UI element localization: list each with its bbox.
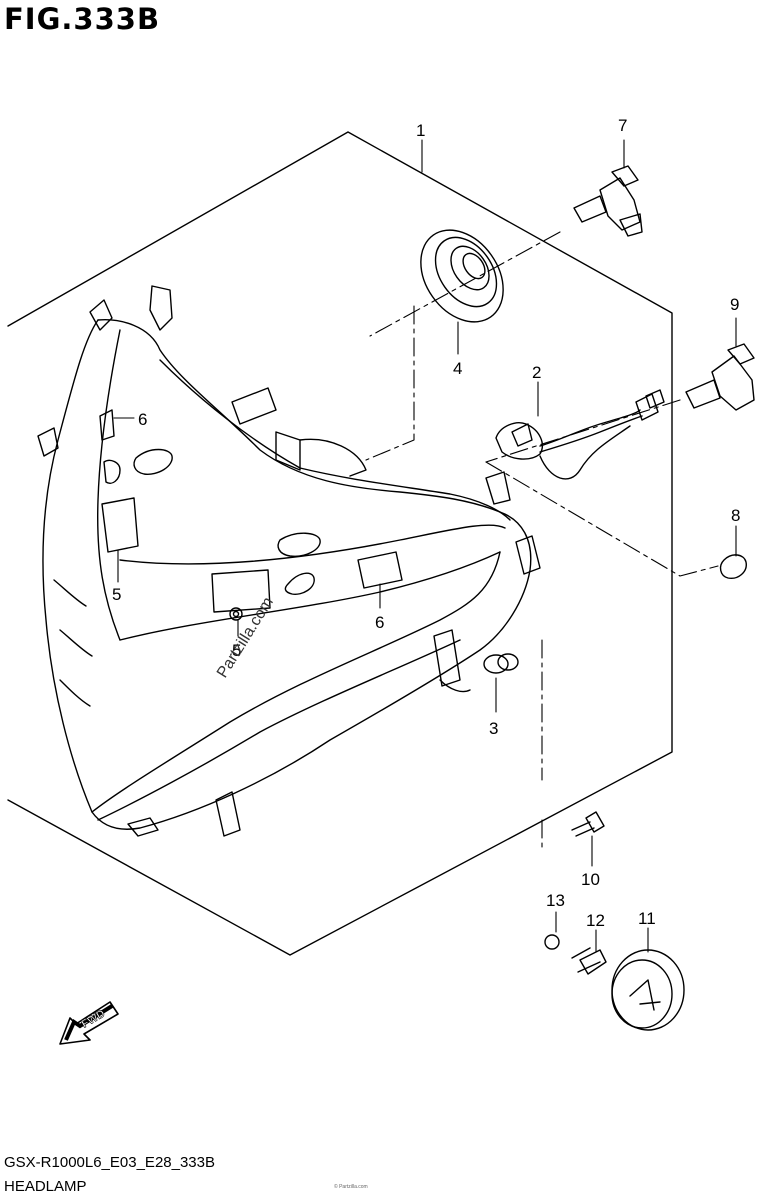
section-name: HEADLAMP [4, 1178, 87, 1195]
callout-7[interactable]: 7 [618, 116, 627, 135]
bulb-part-8[interactable] [719, 554, 747, 579]
callout-12[interactable]: 12 [586, 911, 605, 930]
callout-3[interactable]: 3 [489, 719, 498, 738]
cover-part-11[interactable] [611, 949, 685, 1031]
callout-4[interactable]: 4 [453, 359, 462, 378]
bulb-part-9[interactable] [685, 343, 755, 411]
grommet-part-3[interactable] [483, 653, 519, 674]
screw-part-10[interactable] [571, 811, 605, 837]
assembly-boundary [7, 131, 673, 956]
callout-5-left[interactable]: 5 [112, 585, 121, 604]
callout-11[interactable]: 11 [638, 909, 656, 928]
socket-harness-part-2[interactable] [495, 389, 665, 480]
alignment-dash-lines [365, 231, 719, 849]
callout-5-center[interactable]: 5 [232, 641, 241, 660]
callout-2[interactable]: 2 [532, 363, 541, 382]
headlamp-housing[interactable] [37, 285, 541, 837]
callout-labels: 1 2 3 4 5 5 6 6 7 8 9 10 11 12 13 [112, 116, 740, 930]
fwd-arrow-icon: FWD [59, 1001, 119, 1045]
callout-13[interactable]: 13 [546, 891, 565, 910]
washer-part-13[interactable] [544, 934, 560, 950]
callout-9[interactable]: 9 [730, 295, 739, 314]
callout-8[interactable]: 8 [731, 506, 740, 525]
model-code: GSX-R1000L6_E03_E28_333B [4, 1154, 215, 1171]
callout-6-right[interactable]: 6 [375, 613, 384, 632]
leader-lines [113, 139, 737, 953]
figure-title: FIG.333B [4, 2, 161, 36]
callout-10[interactable]: 10 [581, 870, 600, 889]
fine-print: © Partzilla.com [334, 1184, 368, 1190]
callout-6-left[interactable]: 6 [138, 410, 147, 429]
headlamp-cap-part-4[interactable] [404, 214, 520, 337]
callout-1[interactable]: 1 [416, 121, 425, 140]
spacer-part-12[interactable] [571, 947, 607, 975]
bulb-part-7[interactable] [573, 165, 643, 237]
